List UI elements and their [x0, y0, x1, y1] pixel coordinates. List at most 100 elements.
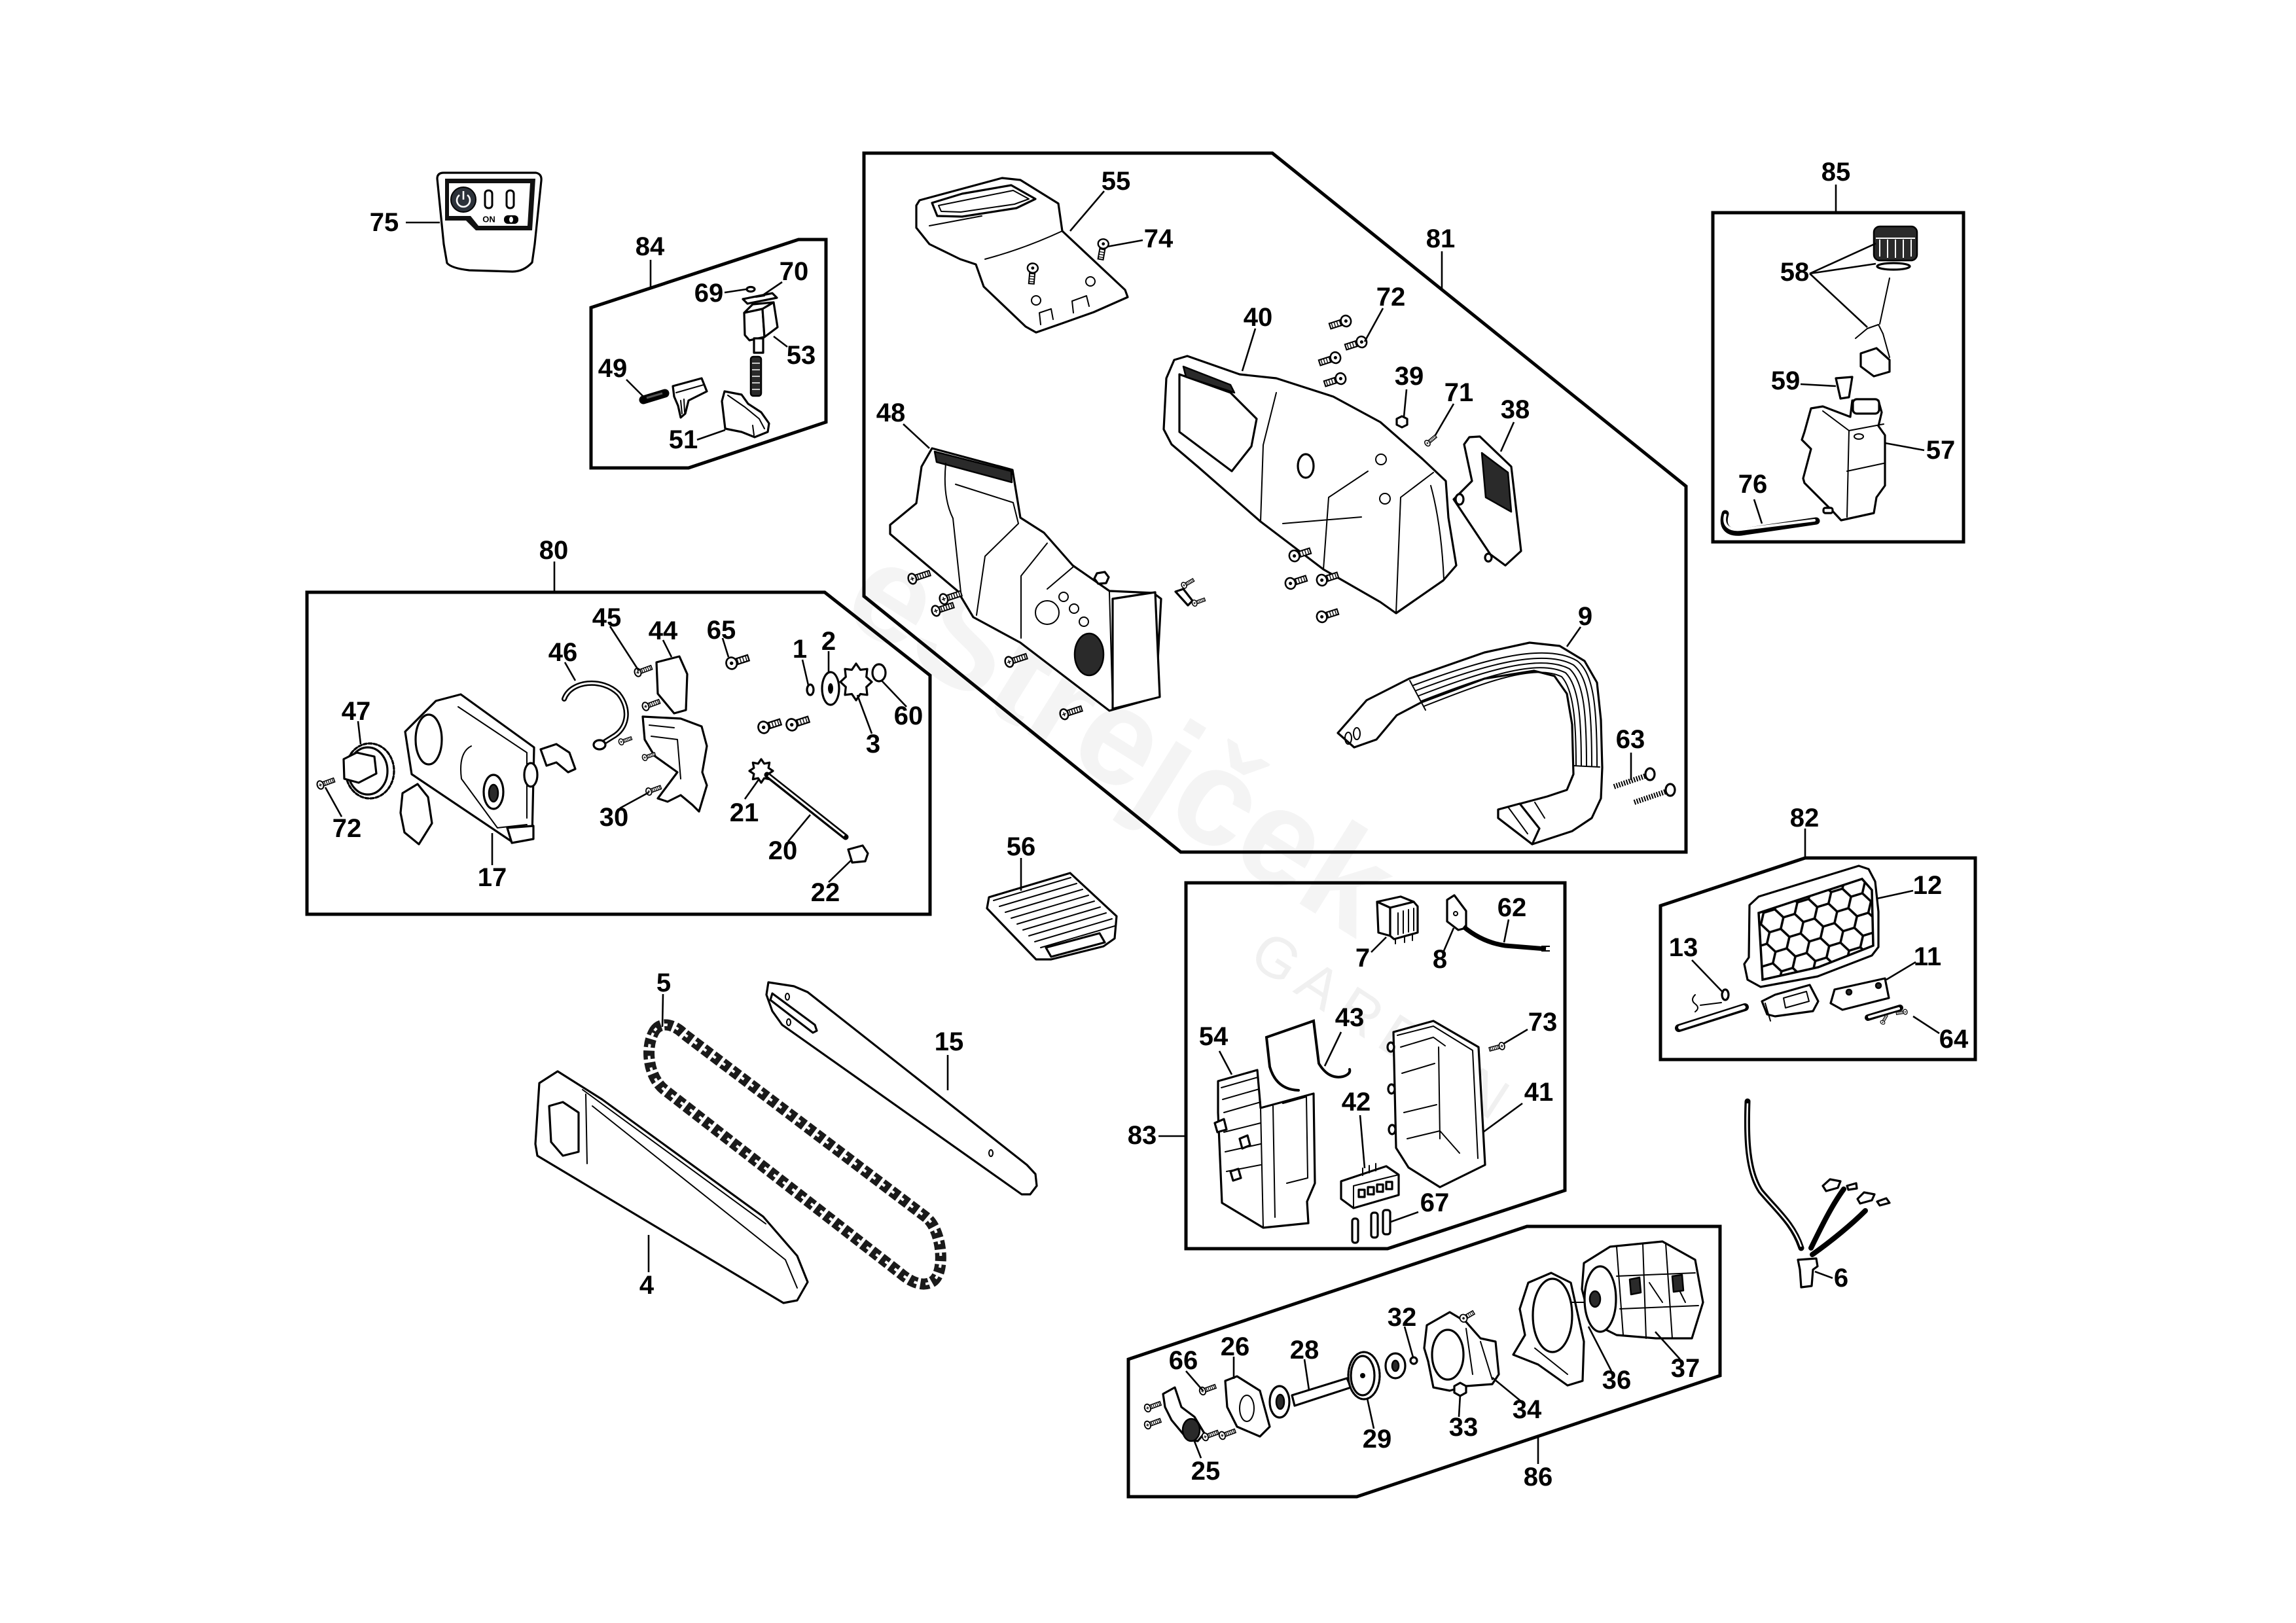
callout-54: 54 [1199, 1022, 1229, 1051]
grille-hex-mesh [1757, 877, 1874, 982]
bar-slot [769, 992, 818, 1034]
callout-3: 3 [866, 730, 880, 758]
callout-30: 30 [600, 803, 629, 832]
bar-outline [765, 981, 1038, 1196]
leader-25 [1193, 1439, 1202, 1459]
part-38-oil-window-cover [1452, 435, 1522, 567]
housing-clip [1229, 1168, 1242, 1182]
housing-detail [944, 463, 1113, 707]
pin-highlight [646, 392, 663, 399]
callout-13: 13 [1669, 933, 1698, 962]
tank-hole [1854, 433, 1864, 440]
plate-outline [1224, 1375, 1271, 1438]
part-15-guide-bar [765, 981, 1038, 1196]
callout-49: 49 [598, 354, 628, 383]
leader-73 [1503, 1028, 1528, 1045]
leader-58 [1809, 262, 1876, 275]
cover-peg [1484, 552, 1493, 563]
leader-66 [1185, 1370, 1204, 1391]
callout-21: 21 [730, 798, 759, 827]
leader-74 [1106, 239, 1143, 248]
part-20-tensioner-rod [764, 772, 849, 840]
callout-17: 17 [478, 863, 507, 892]
led-indicator-icon [484, 189, 493, 209]
leader-53 [773, 335, 788, 348]
motor-pinion [1588, 1290, 1602, 1308]
callout-72-housing: 72 [1376, 283, 1406, 312]
knob-grip [342, 751, 378, 784]
cover-rim [938, 190, 1030, 213]
bar-hole [786, 1018, 791, 1026]
callout-6: 6 [1834, 1264, 1848, 1293]
callout-37: 37 [1671, 1354, 1700, 1383]
group-label-86: 86 [1524, 1463, 1553, 1491]
leader-32 [1403, 1326, 1414, 1358]
callout-22: 22 [811, 878, 840, 907]
wire-inner [563, 682, 628, 745]
bar-hole [988, 1149, 994, 1157]
leader-45 [609, 626, 640, 671]
heatsink-connector [1045, 932, 1106, 958]
housing-grip [933, 450, 1013, 484]
callout-9: 9 [1578, 602, 1592, 631]
group-box-82 [1659, 856, 1977, 1061]
bearing-inner [1391, 1359, 1400, 1372]
part-58-oil-cap-assembly [1855, 225, 1918, 378]
leader-60 [881, 680, 907, 707]
housing-boss [1388, 1124, 1397, 1135]
callout-11: 11 [1914, 942, 1941, 971]
led-indicator-icon [505, 189, 515, 209]
part-37-motor [1581, 1240, 1704, 1340]
callout-40: 40 [1244, 303, 1273, 332]
switch-front-face [743, 308, 766, 342]
leader-67 [1390, 1211, 1419, 1223]
callout-56: 56 [1007, 832, 1036, 861]
rod-inner [768, 774, 845, 837]
callout-7: 7 [1355, 944, 1370, 972]
part-12-vent-grille [1743, 865, 1880, 1022]
part-67-terminal-pins [1351, 1209, 1391, 1244]
pump-wheel [1181, 1418, 1201, 1442]
bracket-hole [1874, 982, 1882, 990]
housing-boss [1035, 600, 1060, 625]
callout-53: 53 [787, 341, 816, 370]
callout-12: 12 [1913, 871, 1943, 900]
part-40-right-housing [1162, 355, 1458, 615]
callout-1: 1 [793, 635, 807, 664]
callout-33: 33 [1449, 1413, 1479, 1442]
part-3-drive-sprocket [839, 662, 873, 702]
leader-9 [1566, 626, 1582, 647]
leader-72-housing [1363, 308, 1384, 342]
part-63-handle-screws [1613, 767, 1676, 805]
callout-32: 32 [1388, 1303, 1417, 1332]
cover-boss-hole [488, 783, 499, 803]
cover-opening [414, 713, 443, 766]
brake-band-outline [641, 715, 708, 813]
wire-connector [1846, 1182, 1858, 1191]
leader-47 [357, 721, 362, 745]
group-label-82: 82 [1790, 804, 1820, 832]
trigger-outline [721, 390, 770, 438]
sticker-dark-frame [445, 179, 535, 230]
leader-38 [1499, 421, 1515, 452]
group-box-84 [589, 238, 828, 470]
part-76-oil-hose [1720, 510, 1820, 536]
brake-lever [399, 783, 433, 846]
housing-drive-boss [1073, 632, 1105, 677]
part-4-chain-scabbard [534, 1070, 809, 1304]
part-brake-band [641, 715, 708, 813]
housing-hole [1058, 592, 1069, 602]
leader-39 [1403, 389, 1408, 418]
callout-29: 29 [1363, 1425, 1392, 1454]
leader-6 [1814, 1270, 1833, 1279]
group-box-81 [862, 151, 1688, 854]
leader-30 [619, 791, 649, 810]
part-2-washer [821, 671, 840, 706]
callout-26: 26 [1221, 1332, 1250, 1361]
callout-57: 57 [1926, 436, 1956, 465]
scabbard-window [548, 1101, 580, 1157]
callout-75: 75 [370, 208, 399, 237]
part-62-cable [1462, 925, 1550, 952]
scabbard-outline [534, 1070, 809, 1304]
